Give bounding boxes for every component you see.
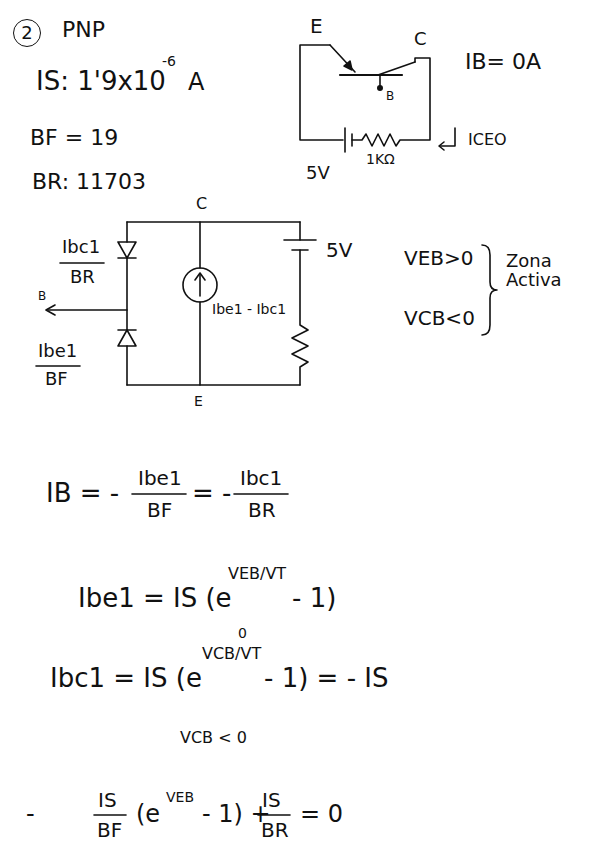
brace bbox=[482, 245, 497, 335]
transistor-circuit bbox=[300, 45, 455, 152]
handwritten-label: E bbox=[310, 16, 323, 37]
handwritten-label: C bbox=[414, 30, 427, 49]
handwritten-label: VCB/VT bbox=[202, 646, 261, 663]
handwritten-label: Ibe1 bbox=[138, 468, 182, 489]
handwritten-label: BF bbox=[147, 500, 172, 521]
circled-number: 2 bbox=[13, 19, 41, 47]
handwritten-label: BR: 11703 bbox=[32, 170, 146, 193]
handwritten-label: (e bbox=[136, 802, 160, 827]
handwritten-label: BR bbox=[261, 820, 289, 841]
node-text: 2 bbox=[21, 24, 32, 42]
handwritten-label: IB= 0A bbox=[465, 50, 541, 73]
handwritten-label: A bbox=[188, 70, 204, 95]
handwritten-label: VCB<0 bbox=[404, 308, 475, 329]
handwritten-label: Ibe1 = IS (e bbox=[78, 585, 232, 612]
handwritten-label: ICEO bbox=[468, 132, 507, 149]
handwritten-label: = 0 bbox=[300, 802, 343, 827]
handwritten-label: Ibc1 bbox=[240, 468, 282, 489]
handwritten-label: B bbox=[38, 290, 46, 303]
handwritten-label: IS bbox=[98, 790, 117, 811]
handwritten-label: 0 bbox=[238, 626, 247, 641]
handwritten-label: BF = 19 bbox=[30, 126, 118, 149]
handwritten-label: BF bbox=[97, 820, 122, 841]
handwritten-label: - 1) bbox=[292, 585, 336, 612]
handwritten-label: IS: 1'9x10 bbox=[36, 68, 166, 95]
handwritten-label: BF bbox=[45, 370, 68, 389]
handwritten-label: 5V bbox=[326, 240, 352, 261]
equivalent-circuit bbox=[46, 222, 316, 385]
handwritten-label: VEB bbox=[166, 790, 194, 805]
handwritten-label: Ibe1 - Ibc1 bbox=[212, 302, 286, 317]
handwritten-label: VEB/VT bbox=[228, 566, 286, 583]
handwritten-label: - 1) + bbox=[202, 802, 271, 827]
handwritten-label: VCB < 0 bbox=[180, 730, 247, 747]
handwritten-label: Ibe1 bbox=[38, 342, 77, 361]
handwritten-label: 1KΩ bbox=[366, 152, 395, 167]
handwritten-label: = - bbox=[192, 480, 231, 507]
handwritten-label: C bbox=[196, 196, 207, 213]
handwritten-label: VEB>0 bbox=[404, 248, 474, 269]
handwritten-label: - bbox=[26, 802, 35, 827]
handwritten-label: -6 bbox=[162, 54, 176, 69]
handwritten-label: BR bbox=[248, 500, 276, 521]
handwritten-label: Zona Activa bbox=[506, 252, 590, 290]
handwritten-label: B bbox=[386, 90, 394, 103]
handwritten-label: IS bbox=[262, 790, 281, 811]
handwritten-label: PNP bbox=[62, 18, 105, 41]
handwritten-label: Ibc1 = IS (e bbox=[50, 665, 202, 692]
handwritten-label: E bbox=[194, 394, 203, 409]
handwritten-label: 5V bbox=[306, 164, 330, 183]
fraction-bars bbox=[36, 263, 290, 815]
handwritten-label: IB = - bbox=[46, 480, 119, 507]
handwritten-label: Ibc1 bbox=[62, 238, 100, 257]
handwritten-label: - 1) = - IS bbox=[264, 665, 388, 692]
handwritten-label: BR bbox=[70, 268, 95, 287]
